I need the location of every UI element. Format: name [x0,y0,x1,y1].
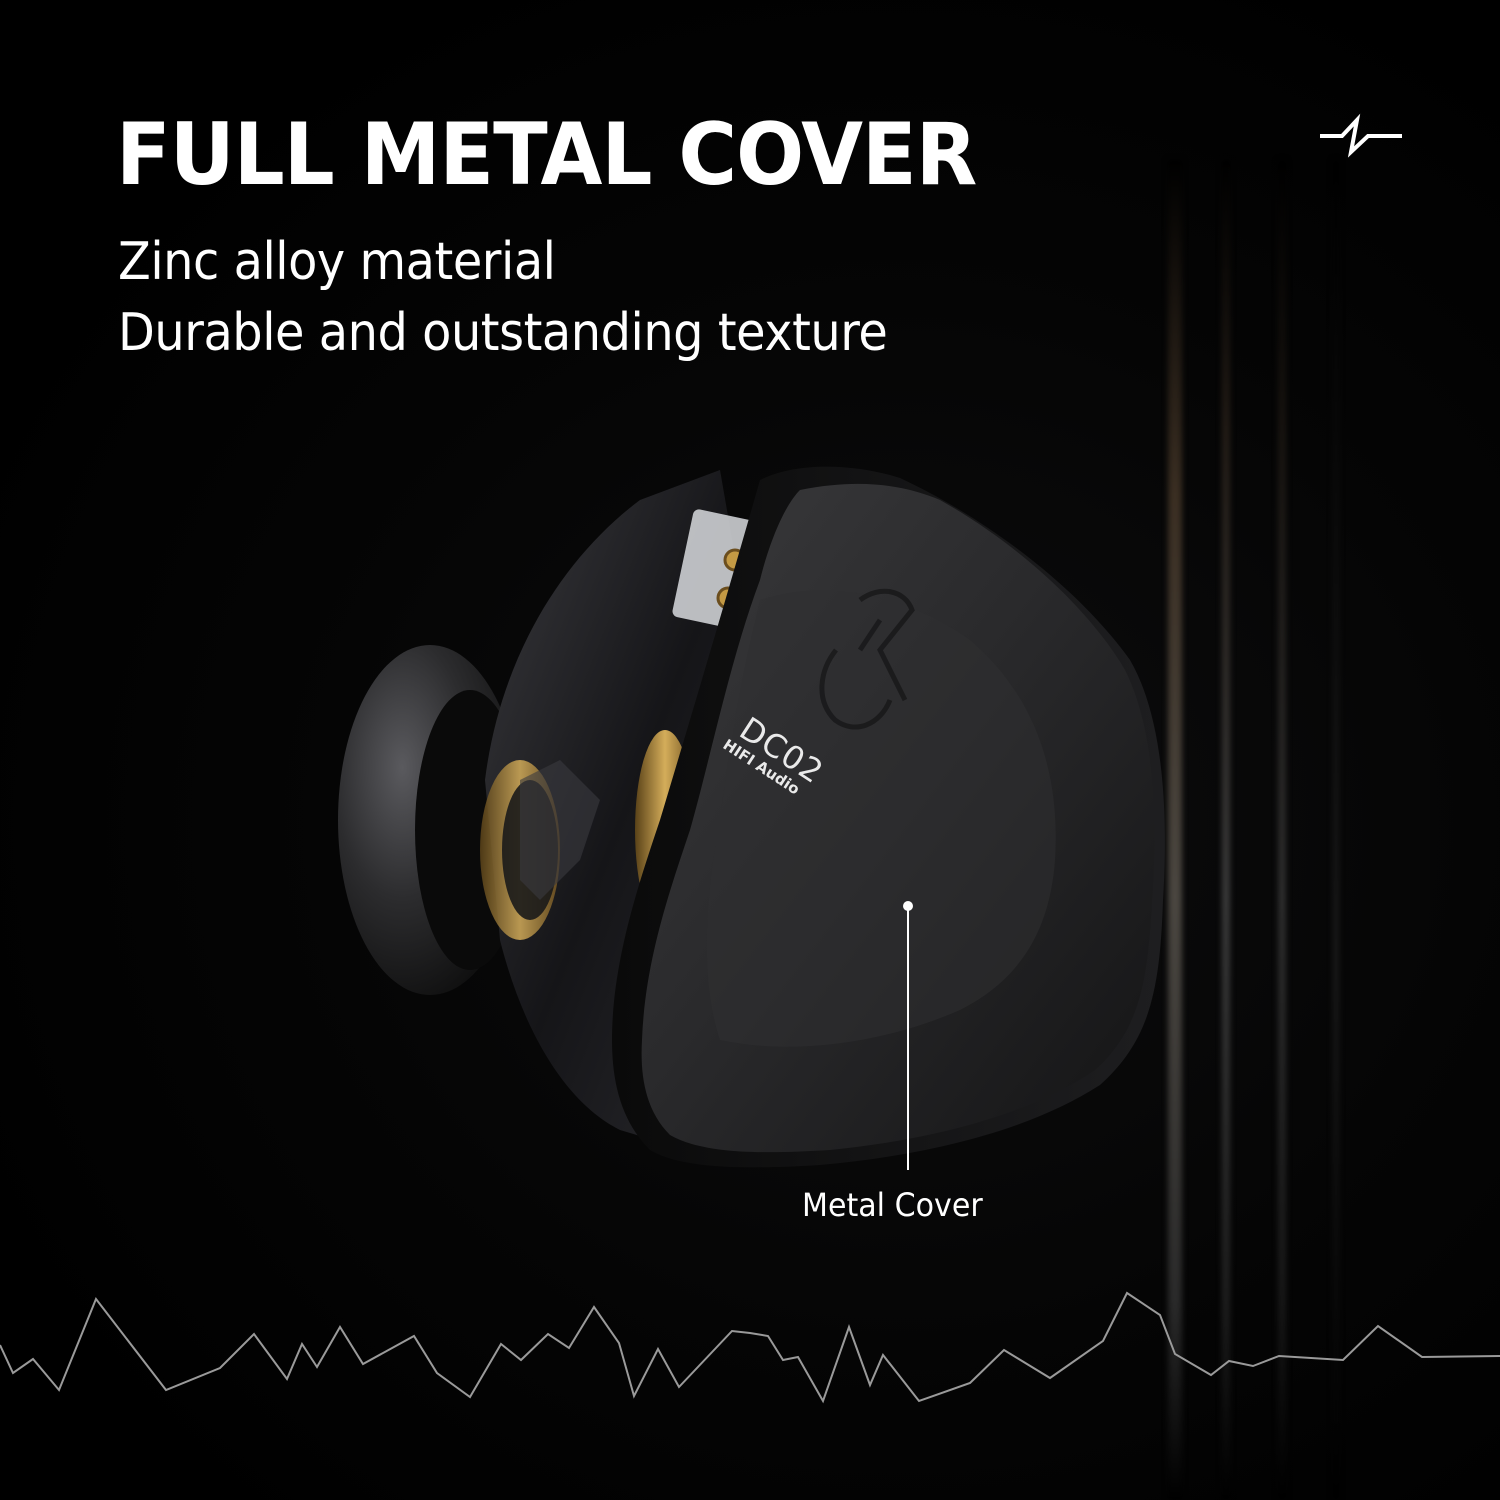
feature-line-material: Zinc alloy material [118,232,556,292]
waveform-decoration [0,1291,1500,1404]
light-streak [1222,160,1230,1500]
callout-label-metal-cover: Metal Cover [802,1186,983,1224]
light-streak [1278,160,1286,1500]
light-streak [1333,160,1339,1500]
metal-cover-shell [612,466,1165,1168]
pulse-icon [1320,113,1402,158]
page-title: FULL METAL COVER [116,105,977,205]
light-streak [1168,160,1182,1500]
brand-logo-emboss [819,588,915,730]
feature-line-texture: Durable and outstanding texture [118,303,888,363]
